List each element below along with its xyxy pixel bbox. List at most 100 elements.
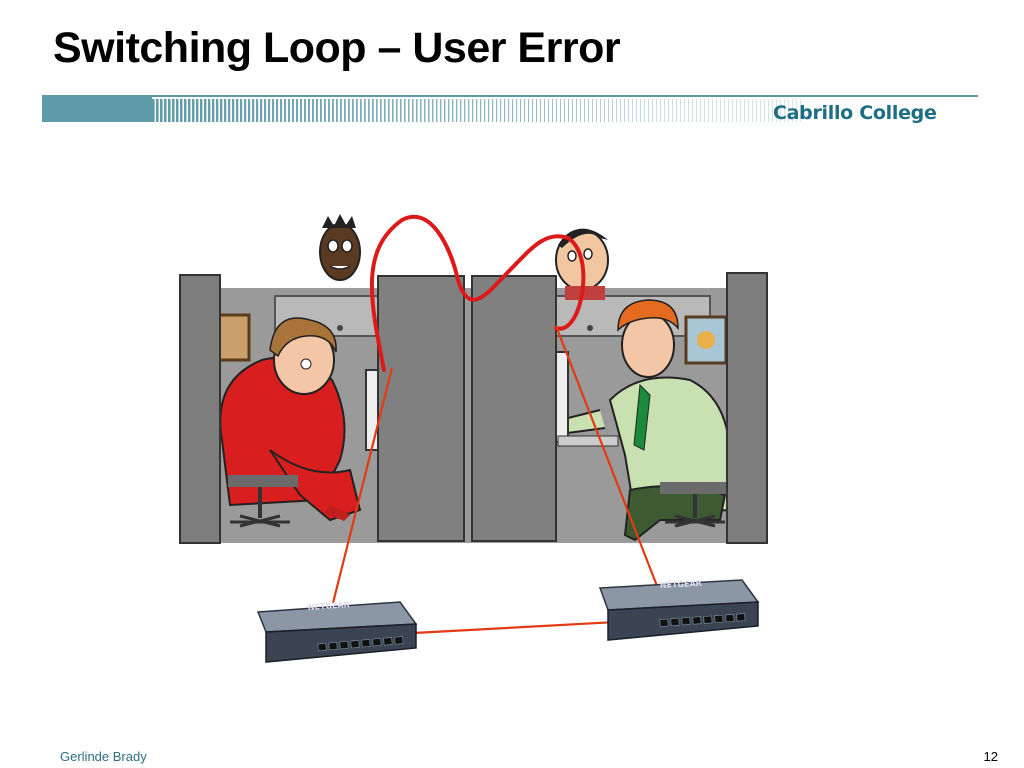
band-stripe	[216, 99, 219, 122]
band-stripe	[732, 99, 733, 122]
band-stripe	[188, 99, 191, 122]
band-stripe	[464, 99, 466, 122]
band-stripe	[796, 99, 797, 122]
partition-left-edge	[179, 274, 221, 544]
band-stripe	[612, 99, 613, 122]
footer-author: Gerlinde Brady	[60, 749, 147, 764]
band-stripe	[544, 99, 546, 122]
band-stripe	[424, 99, 426, 122]
band-stripe	[640, 99, 641, 122]
band-stripe	[480, 99, 482, 122]
band-stripe	[756, 99, 757, 122]
band-stripe	[320, 99, 322, 122]
network-switch-right: NETGEAR	[598, 579, 760, 641]
band-stripe	[488, 99, 490, 122]
band-stripe	[420, 99, 422, 122]
switch-ports-right	[659, 613, 746, 627]
band-stripe	[496, 99, 498, 122]
person-peeking-left	[319, 214, 361, 281]
band-stripe	[800, 99, 801, 122]
band-stripe	[608, 99, 609, 122]
band-stripe	[184, 99, 187, 122]
band-topline	[42, 95, 978, 97]
switch-port	[372, 638, 382, 647]
band-stripe	[352, 99, 354, 122]
switching-loop-illustration: NETGEAR NETGEAR	[179, 214, 768, 663]
slide-title: Switching Loop – User Error	[53, 24, 621, 72]
band-stripe	[564, 99, 565, 122]
band-stripe	[768, 99, 769, 122]
band-stripe	[720, 99, 721, 122]
band-stripe	[716, 99, 717, 122]
band-stripe	[600, 99, 601, 122]
band-stripe	[664, 99, 665, 122]
band-stripe	[704, 99, 705, 122]
woman-in-red	[219, 317, 362, 522]
band-stripe	[788, 99, 789, 122]
page-number: 12	[983, 749, 998, 764]
college-name: Cabrillo College	[773, 102, 937, 124]
band-stripe	[212, 99, 215, 122]
band-stripe	[708, 99, 709, 122]
cable-right-to-switch	[554, 325, 666, 605]
band-stripe	[748, 99, 749, 122]
band-stripe	[672, 99, 673, 122]
partition-center-left	[377, 275, 465, 542]
band-stripe	[332, 99, 334, 122]
band-stripe	[264, 99, 267, 122]
band-stripe	[588, 99, 589, 122]
switch-port	[361, 639, 371, 648]
band-stripe	[392, 99, 394, 122]
band-stripe	[408, 99, 410, 122]
band-stripe	[528, 99, 530, 122]
band-stripe	[324, 99, 326, 122]
band-stripe	[336, 99, 338, 122]
band-stripe	[292, 99, 295, 122]
partition-center-right	[471, 275, 557, 542]
band-stripe	[436, 99, 438, 122]
band-stripe	[340, 99, 342, 122]
band-stripe	[204, 99, 207, 122]
switch-port	[736, 613, 746, 622]
band-stripe	[516, 99, 518, 122]
band-stripe	[412, 99, 414, 122]
band-stripe	[696, 99, 697, 122]
band-stripe	[604, 99, 605, 122]
band-stripe	[632, 99, 633, 122]
band-stripe	[232, 99, 235, 122]
band-stripe	[624, 99, 625, 122]
band-stripe	[384, 99, 386, 122]
switch-port	[350, 640, 360, 649]
band-stripe	[792, 99, 793, 122]
header-band	[42, 95, 978, 122]
band-stripe	[456, 99, 458, 122]
band-stripe	[660, 99, 661, 122]
band-stripe	[616, 99, 617, 122]
switch-ports-left	[317, 636, 404, 652]
band-stripe	[668, 99, 669, 122]
band-stripe	[176, 99, 179, 122]
switch-brand-left: NETGEAR	[308, 600, 351, 612]
band-stripe	[504, 99, 506, 122]
band-stripe	[780, 99, 781, 122]
band-stripe	[404, 99, 406, 122]
band-stripe	[468, 99, 470, 122]
band-stripe	[228, 99, 231, 122]
band-stripe	[156, 99, 159, 122]
band-stripe	[712, 99, 713, 122]
band-stripe	[752, 99, 753, 122]
band-stripe	[628, 99, 629, 122]
band-stripe	[700, 99, 701, 122]
band-stripe	[344, 99, 346, 122]
band-stripe	[360, 99, 362, 122]
band-stripe	[400, 99, 402, 122]
loop-cable	[369, 214, 586, 372]
band-stripe	[364, 99, 366, 122]
band-stripe	[288, 99, 291, 122]
band-stripe	[548, 99, 550, 122]
band-stripe	[380, 99, 382, 122]
band-stripe	[648, 99, 649, 122]
band-stripe	[312, 99, 314, 122]
band-stripe	[452, 99, 454, 122]
switch-port	[681, 617, 691, 626]
